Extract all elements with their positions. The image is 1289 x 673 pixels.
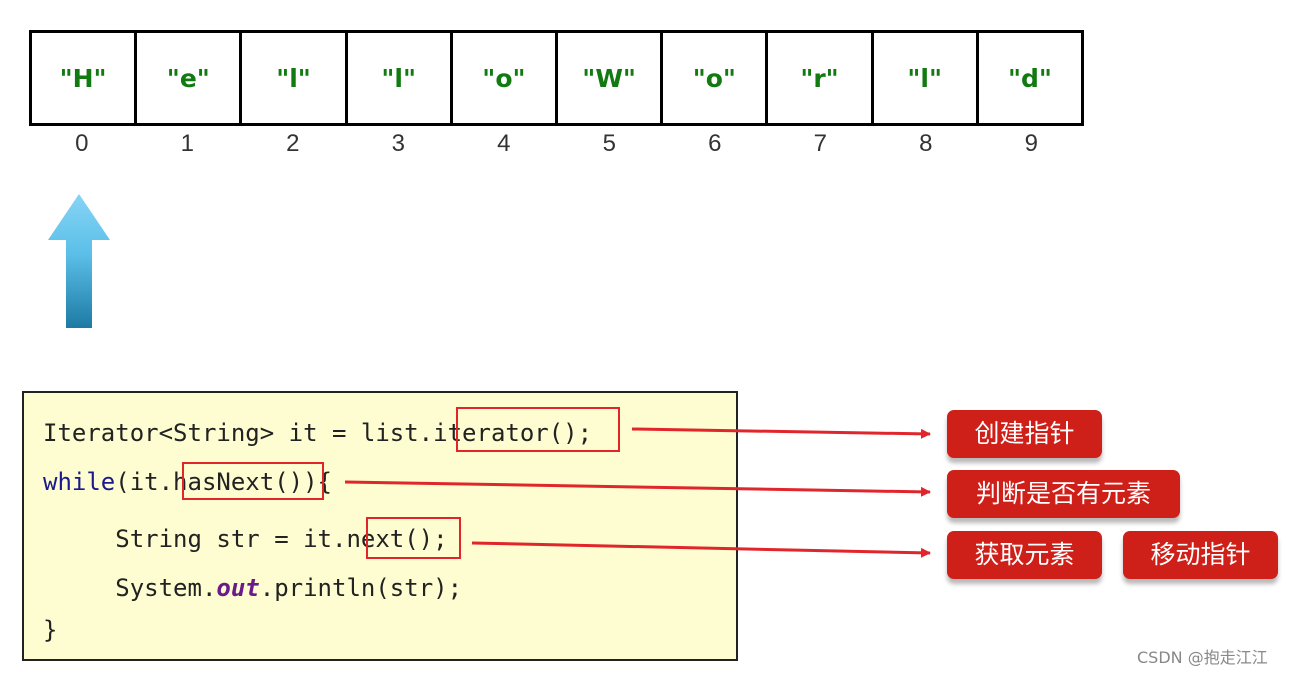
arrow-to-get-element <box>471 541 931 558</box>
code-line-iterator: Iterator<String> it = list.iterator(); <box>43 419 593 447</box>
array-cell: "l" <box>348 33 453 123</box>
array-index: 3 <box>391 130 405 157</box>
watermark: CSDN @抱走江江 <box>1137 648 1268 667</box>
array-index: 6 <box>708 130 722 157</box>
has-next-call: hasNext() <box>173 468 304 496</box>
array-indices: 0 1 2 3 4 5 6 7 8 9 <box>29 130 1084 158</box>
code-line-close-brace: } <box>43 616 58 644</box>
array-cell: "W" <box>558 33 664 123</box>
next-highlight <box>366 517 461 559</box>
while-keyword: while <box>43 468 116 496</box>
next-call: next() <box>346 525 434 553</box>
array-cell: "l" <box>874 33 979 123</box>
move-pointer-label: 移动指针 <box>1123 531 1278 579</box>
has-next-highlight <box>182 462 324 500</box>
out-field: out <box>216 574 260 602</box>
code-line-while: while(it.hasNext()){ <box>43 468 332 496</box>
code-line-next: String str = it.next(); <box>43 525 448 553</box>
array-index: 4 <box>497 130 511 157</box>
array-cell: "l" <box>242 33 348 123</box>
array-cell: "o" <box>663 33 769 123</box>
get-element-label: 获取元素 <box>947 531 1102 579</box>
arrow-to-has-next <box>344 480 931 497</box>
create-pointer-label: 创建指针 <box>947 410 1102 458</box>
iterator-highlight <box>456 407 620 452</box>
array-index: 7 <box>813 130 827 157</box>
array-index: 8 <box>919 130 933 157</box>
array-cell: "o" <box>453 33 559 123</box>
code-block: Iterator<String> it = list.iterator(); w… <box>22 391 738 661</box>
has-next-label: 判断是否有元素 <box>947 470 1180 518</box>
pointer-arrow-icon <box>48 194 110 328</box>
string-array: "H" "e" "l" "l" "o" "W" "o" "r" "l" "d" <box>29 30 1084 126</box>
arrow-to-create-pointer <box>631 427 931 439</box>
array-index: 0 <box>75 130 89 157</box>
code-line-println: System.out.println(str); <box>43 574 463 602</box>
array-index: 2 <box>286 130 300 157</box>
array-index: 1 <box>180 130 194 157</box>
array-cell: "e" <box>137 33 243 123</box>
array-cell: "r" <box>768 33 874 123</box>
array-cell: "H" <box>32 33 138 123</box>
array-index: 5 <box>602 130 616 157</box>
array-cell: "d" <box>1007 63 1052 93</box>
array-index: 9 <box>1024 130 1038 157</box>
